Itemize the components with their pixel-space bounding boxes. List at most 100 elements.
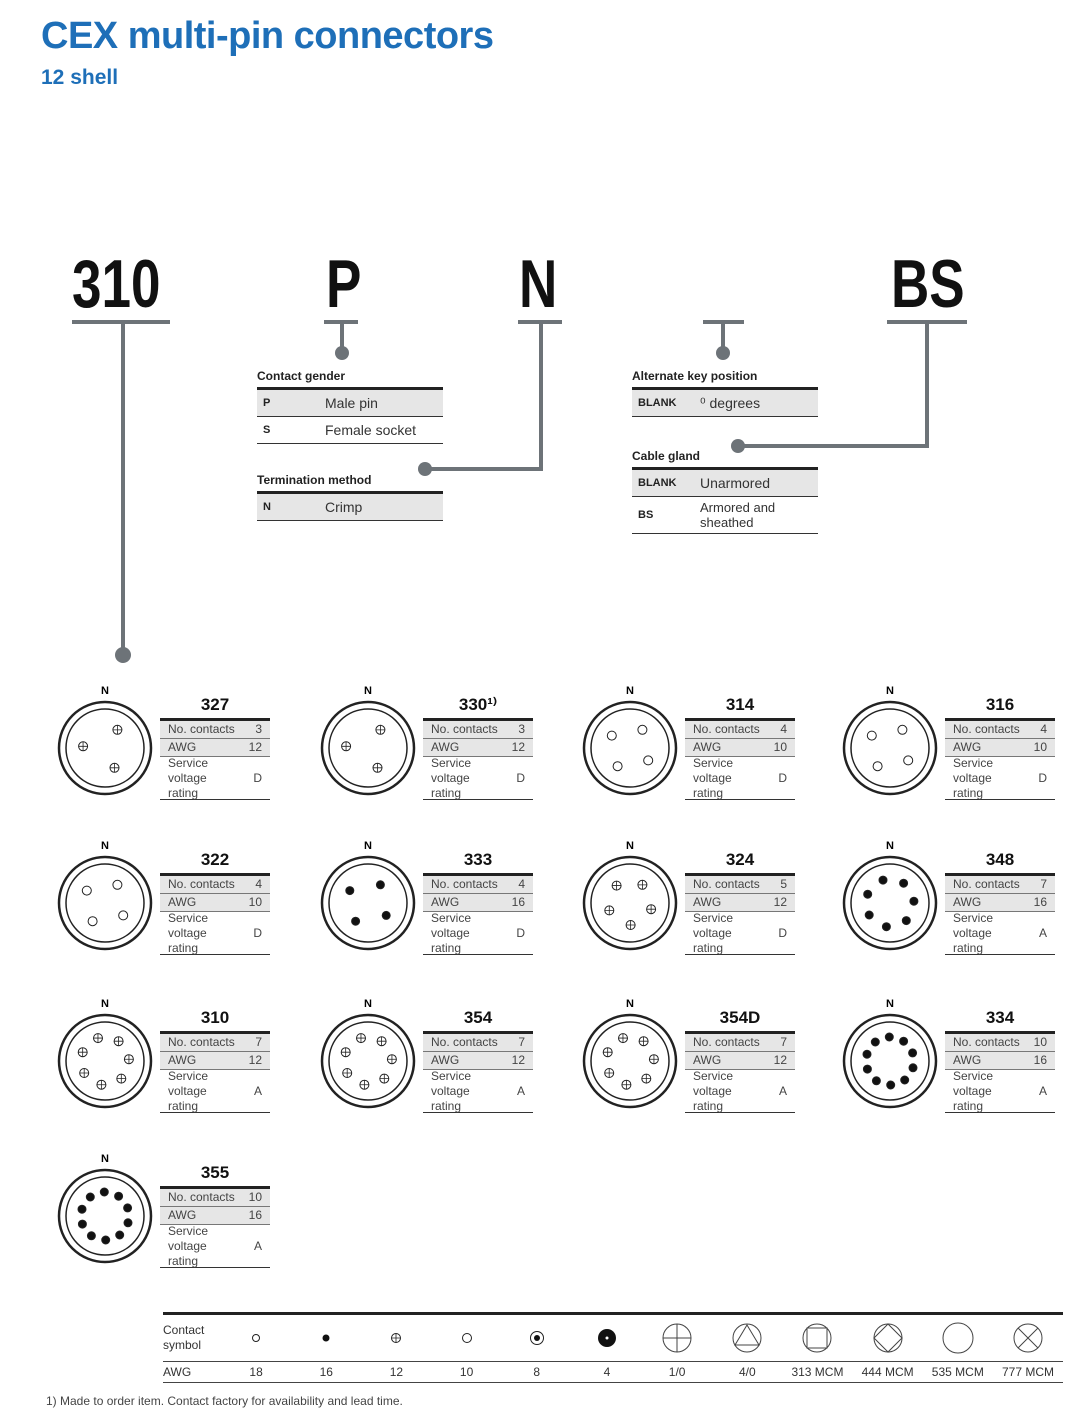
awg-value: 12 — [511, 1053, 525, 1067]
contact-pin-cross — [637, 880, 647, 890]
awg-value: 12 — [773, 895, 787, 909]
contacts-value: 7 — [780, 1035, 787, 1049]
option-desc: Armored and sheathed — [700, 500, 776, 530]
connector-number: 354 — [423, 1008, 533, 1034]
legend-awg-value: 16 — [319, 1365, 333, 1379]
voltage-value: D — [253, 925, 262, 940]
legend-awg-value: 12 — [389, 1365, 404, 1379]
contact-pin — [643, 755, 654, 766]
option-desc: Male pin — [325, 395, 378, 411]
contact-pin — [909, 896, 919, 906]
contact-pin-cross — [379, 1074, 389, 1084]
contact-pin-cross — [621, 1080, 631, 1090]
voltage-label: Service voltage rating — [168, 1223, 209, 1268]
contact-pin-cross — [79, 1068, 89, 1078]
contact-pin — [115, 1230, 125, 1240]
contacts-label: No. contacts — [168, 1190, 235, 1204]
contact-pin-cross — [387, 1054, 397, 1064]
contacts-value: 3 — [255, 722, 262, 736]
contact-pin — [863, 889, 873, 899]
contact-pin-cross — [604, 905, 614, 915]
awg-label: AWG — [953, 740, 982, 754]
contact-pin-cross — [116, 1074, 126, 1084]
code-gland: BS — [891, 246, 965, 322]
voltage-value: A — [516, 1083, 525, 1098]
voltage-value: A — [778, 1083, 787, 1098]
page-subtitle: 12 shell — [41, 66, 119, 89]
contacts-value: 10 — [1033, 1035, 1047, 1049]
contact-pin-cross — [641, 1074, 651, 1084]
option-code: BLANK — [638, 477, 677, 489]
triangle-circle-icon — [712, 1322, 782, 1354]
voltage-label: Service voltage rating — [953, 910, 994, 955]
awg-value: 12 — [248, 740, 262, 754]
option-code: N — [263, 501, 271, 513]
awg-label: AWG — [168, 1208, 197, 1222]
contact-pin — [903, 755, 914, 766]
contact-pin-cross — [649, 1054, 659, 1064]
code-termination: N — [519, 246, 558, 322]
termination-heading: Termination method — [257, 473, 443, 494]
page-title: CEX multi-pin connectors — [41, 15, 494, 57]
awg-value: 16 — [1033, 1053, 1047, 1067]
insert-diagram: N — [320, 685, 416, 796]
insert-diagram: N — [582, 685, 678, 796]
contacts-value: 5 — [780, 877, 787, 891]
contact-pin — [900, 1075, 910, 1085]
contact-pin — [87, 916, 98, 927]
contact-pin — [871, 1076, 881, 1086]
contact-pin-cross — [377, 1036, 387, 1046]
connector-number: 330¹⁾ — [423, 695, 533, 721]
insert-diagram: N — [582, 998, 678, 1109]
x-circle-icon — [993, 1322, 1063, 1354]
voltage-value: A — [1038, 925, 1047, 940]
contact-pin — [101, 1235, 111, 1245]
key-label: N — [101, 998, 109, 1010]
contact-pin-cross — [375, 725, 385, 735]
contact-pin — [886, 1080, 896, 1090]
legend-awg-value: 4 — [603, 1365, 611, 1379]
contact-pin — [99, 1187, 109, 1197]
contacts-value: 4 — [518, 877, 525, 891]
small-filled-dot-icon — [291, 1322, 361, 1354]
contacts-value: 7 — [518, 1035, 525, 1049]
legend-awg-value: 313 MCM — [791, 1365, 844, 1379]
voltage-value: D — [516, 770, 525, 785]
legend-awg-value: 4/0 — [738, 1365, 756, 1379]
insert-diagram: N — [57, 1153, 153, 1264]
insert-diagram: N — [320, 840, 416, 951]
contact-pin — [901, 916, 911, 926]
contact-pin-cross — [341, 1047, 351, 1057]
voltage-label: Service voltage rating — [953, 755, 994, 800]
cross-circle-large-icon — [642, 1322, 712, 1354]
contact-pin-cross — [373, 763, 383, 773]
option-code: P — [263, 397, 271, 409]
voltage-value: A — [1038, 1083, 1047, 1098]
connector-number: 333 — [423, 850, 533, 876]
awg-value: 16 — [511, 895, 525, 909]
voltage-label: Service voltage rating — [693, 755, 734, 800]
contacts-value: 4 — [255, 877, 262, 891]
contact-pin-cross — [359, 1080, 369, 1090]
contacts-value: 7 — [1040, 877, 1047, 891]
